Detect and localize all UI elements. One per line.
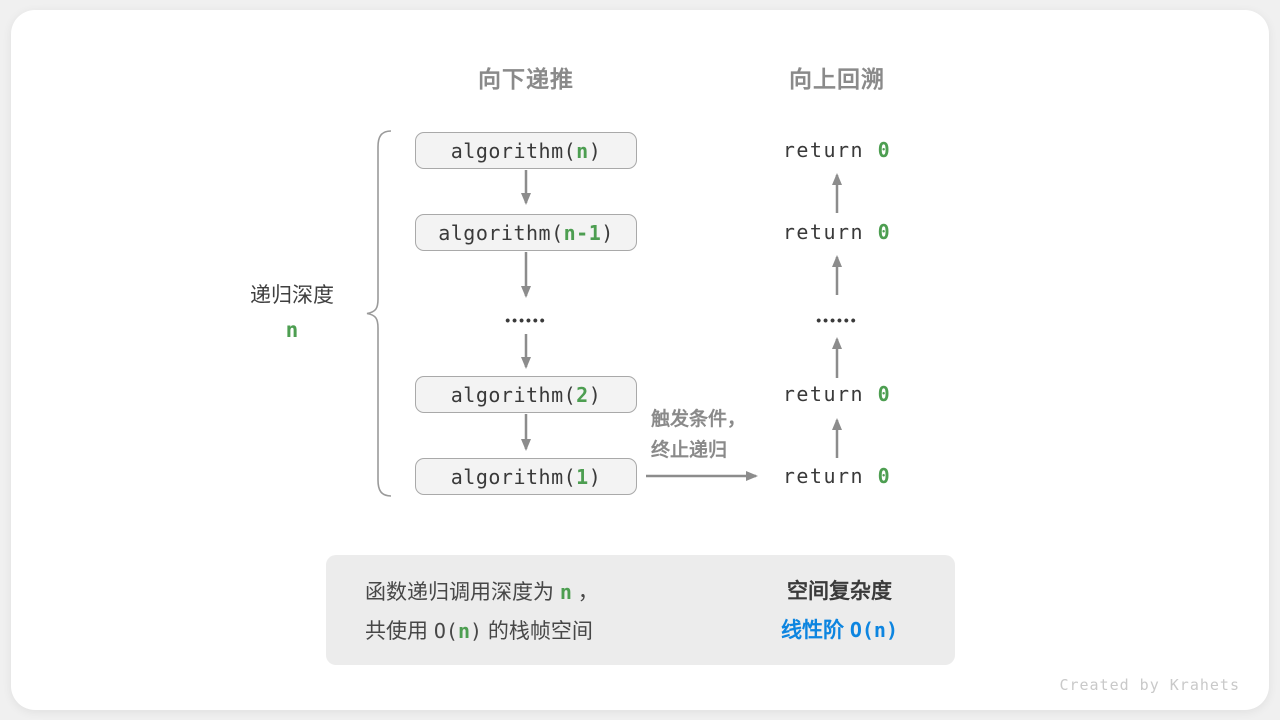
- recursion-depth-label: 递归深度 n: [212, 281, 372, 349]
- big-o-close: ): [469, 619, 483, 643]
- big-o-var: n: [457, 619, 470, 643]
- base-case-note-line2: 终止递归: [651, 440, 728, 461]
- complexity-result: 空间复杂度 线性阶 O(n): [742, 572, 937, 650]
- complexity-result-title: 空间复杂度: [787, 580, 892, 603]
- call-box-suffix: ): [588, 382, 602, 407]
- return-row-4: return 0: [737, 462, 937, 490]
- return-row-3: return 0: [737, 380, 937, 408]
- return-row-1: return 0: [737, 136, 937, 164]
- summary-line2-text: 共使用: [365, 620, 434, 643]
- return-keyword: return: [782, 464, 878, 488]
- summary-depth-var: n: [559, 580, 572, 604]
- header-downward-recursion: 向下递推: [478, 66, 574, 92]
- call-box-2: algorithm(2): [415, 376, 637, 413]
- call-box-suffix: ): [588, 464, 602, 489]
- call-box-n: algorithm(n): [415, 132, 637, 169]
- summary-line-1: 函数递归调用深度为 n ，: [365, 573, 685, 612]
- return-value: 0: [877, 382, 892, 406]
- return-value: 0: [877, 138, 892, 162]
- header-upward-backtrack: 向上回溯: [789, 66, 885, 92]
- summary-line1-text: 函数递归调用深度为: [365, 581, 560, 604]
- base-case-note: 触发条件， 终止递归: [651, 404, 771, 466]
- complexity-order-name: 线性阶: [780, 619, 850, 642]
- big-o-open: O(: [433, 619, 458, 643]
- return-value: 0: [877, 220, 892, 244]
- summary-description: 函数递归调用深度为 n ， 共使用 O(n) 的栈帧空间: [365, 573, 685, 651]
- complexity-big-o: O(n): [849, 618, 898, 642]
- summary-line1-comma: ，: [571, 581, 599, 604]
- call-box-n-1: algorithm(n-1): [415, 214, 637, 251]
- call-box-prefix: algorithm(: [438, 220, 564, 245]
- call-box-1: algorithm(1): [415, 458, 637, 495]
- call-stack-ellipsis: ••••••: [505, 312, 547, 328]
- call-box-arg: 2: [576, 382, 589, 407]
- return-keyword: return: [782, 138, 878, 162]
- base-case-note-line1: 触发条件，: [651, 409, 747, 430]
- summary-panel: [326, 555, 955, 665]
- call-box-arg: 1: [576, 464, 589, 489]
- call-box-suffix: ): [601, 220, 614, 245]
- return-column-ellipsis: ••••••: [816, 312, 858, 328]
- call-box-arg: n: [576, 138, 589, 163]
- call-box-prefix: algorithm(: [450, 382, 577, 407]
- return-value: 0: [877, 464, 892, 488]
- return-keyword: return: [782, 220, 878, 244]
- recursion-depth-text: 递归深度: [250, 284, 334, 307]
- call-box-prefix: algorithm(: [450, 138, 577, 163]
- summary-line2-tail: 的栈帧空间: [482, 620, 593, 643]
- summary-line-2: 共使用 O(n) 的栈帧空间: [365, 612, 685, 651]
- credit-text: Created by Krahets: [1059, 676, 1240, 694]
- return-keyword: return: [782, 382, 878, 406]
- call-box-arg: n-1: [563, 220, 602, 245]
- call-box-suffix: ): [588, 138, 602, 163]
- return-row-2: return 0: [737, 218, 937, 246]
- complexity-result-value: 线性阶 O(n): [742, 611, 937, 650]
- call-box-prefix: algorithm(: [450, 464, 577, 489]
- recursion-depth-value: n: [285, 318, 299, 342]
